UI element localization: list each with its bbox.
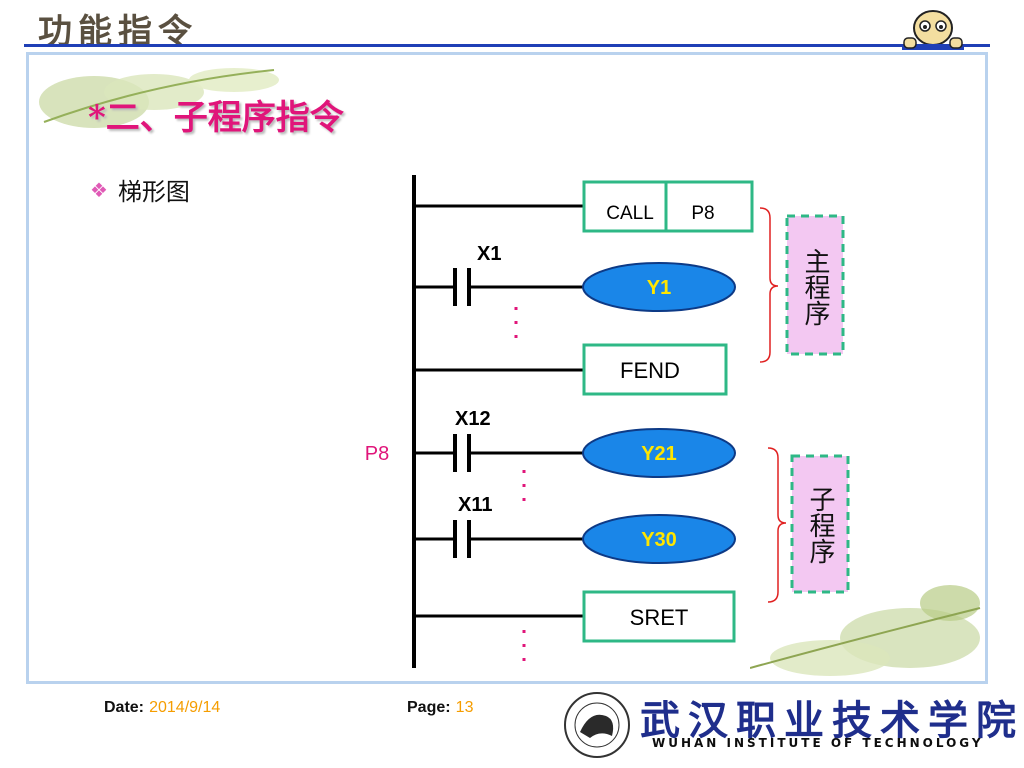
school-seal-icon (564, 692, 630, 758)
header-rule (24, 44, 990, 47)
footer-page: Page: 13 (407, 697, 473, 717)
footer-page-label: Page: (407, 699, 451, 716)
coil-y30-label: Y30 (641, 529, 677, 551)
footer-date: Date: 2014/9/14 (104, 697, 220, 717)
sub-program-box (790, 454, 850, 594)
bullet-label: 梯形图 (117, 178, 190, 206)
bullet-item: ❖ 梯形图 (90, 172, 190, 207)
school-name-cn: 武汉职业技术学院 (640, 697, 1024, 744)
coil-y21 (582, 428, 736, 478)
footer-date-value: 2014/9/14 (149, 699, 221, 716)
footer-date-label: Date: (104, 699, 145, 716)
contact-x12-label: X12 (455, 408, 491, 430)
section-title: *二、子程序指令 (88, 98, 344, 138)
fend-box (582, 343, 728, 396)
main-program-label: 主程序 (800, 248, 830, 326)
mascot-icon (902, 10, 964, 50)
sret-label: SRET (630, 605, 689, 630)
contact-x1-label: X1 (477, 243, 501, 265)
call-operand-label: P8 (691, 203, 714, 224)
call-box (582, 180, 754, 233)
pointer-p8-label: P8 (365, 443, 389, 465)
sret-box (582, 590, 736, 643)
footer-page-value: 13 (455, 699, 474, 716)
leaf-decoration-top (39, 68, 279, 128)
main-program-brace (759, 207, 779, 363)
call-op-label: CALL (606, 203, 654, 224)
sub-program-label: 子程序 (805, 486, 835, 564)
coil-y1-label: Y1 (647, 277, 671, 299)
coil-y1 (582, 262, 736, 312)
leaf-decoration-bottom (750, 585, 981, 676)
coil-y30 (582, 514, 736, 564)
diamond-bullet-icon: ❖ (90, 177, 108, 202)
main-program-box (785, 214, 845, 356)
school-name-en: WUHAN INSTITUTE OF TECHNOLOGY (652, 736, 984, 750)
contact-x11-label: X11 (458, 494, 492, 516)
sub-program-brace (767, 447, 787, 603)
fend-label: FEND (620, 358, 680, 383)
coil-y21-label: Y21 (641, 443, 677, 465)
